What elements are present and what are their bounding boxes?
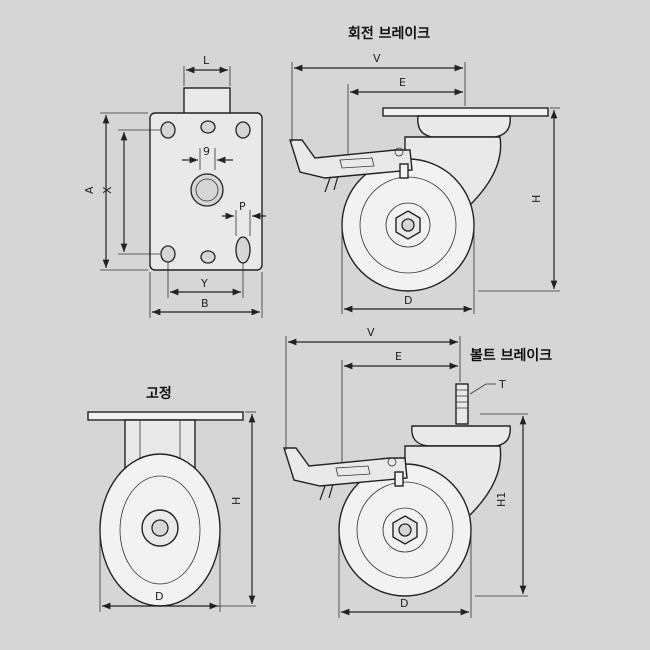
dim-B-label: B xyxy=(201,297,209,310)
dim-H-fixed-label: H xyxy=(230,497,243,505)
dim-D-bolt-label: D xyxy=(400,597,408,610)
dim-Y-label: Y xyxy=(200,277,208,290)
dim-V-bolt-label: V xyxy=(367,326,375,339)
dim-9-label: 9 xyxy=(203,145,210,158)
fixed-caster: H D xyxy=(87,411,256,612)
dim-D-fixed-label: D xyxy=(155,590,163,603)
dim-H1-label: H1 xyxy=(495,492,508,507)
dim-L-label: L xyxy=(203,54,210,67)
dim-E-bolt-label: E xyxy=(395,350,402,363)
title-fixed: 고정 xyxy=(146,385,172,402)
title-bolt-brake: 볼트 브레이크 xyxy=(470,347,552,364)
swivel-brake-caster: V E H D xyxy=(289,52,560,314)
threaded-bolt xyxy=(455,383,469,425)
bolt-brake-caster: V E T H1 D xyxy=(283,326,528,618)
dim-T-label: T xyxy=(498,378,506,391)
dim-P-label: P xyxy=(239,200,246,213)
dim-E-label: E xyxy=(399,76,406,89)
title-swivel-brake: 회전 브레이크 xyxy=(348,25,430,42)
dim-D-label: D xyxy=(404,294,412,307)
dim-H-label: H xyxy=(530,195,543,203)
dim-X-label: X xyxy=(101,186,114,194)
dim-V-label: V xyxy=(373,52,381,65)
top-plate-view: L 9 A X P Y B xyxy=(83,54,266,318)
dim-A-label: A xyxy=(83,186,96,194)
plate-stem xyxy=(183,87,231,115)
